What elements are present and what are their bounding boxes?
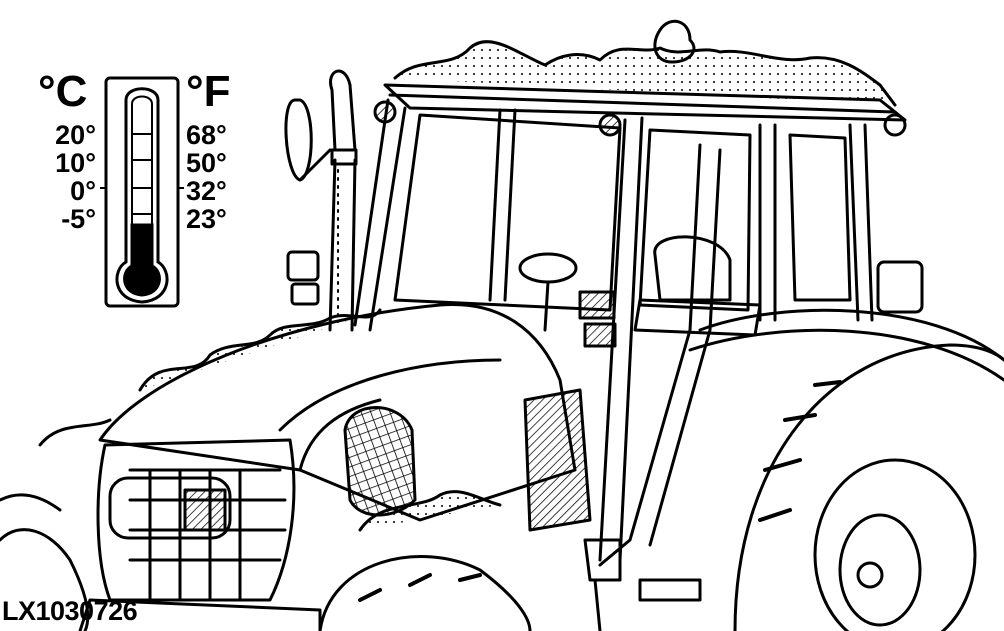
fahrenheit-tick-23: 23° — [186, 204, 227, 234]
thermometer-icon — [100, 76, 184, 308]
cab-steps — [583, 538, 702, 631]
front-grille — [96, 438, 296, 602]
work-light-right — [578, 290, 616, 320]
fahrenheit-tick-50: 50° — [186, 148, 227, 178]
celsius-tick-minus5: -5° — [61, 204, 96, 234]
side-vent — [343, 406, 417, 517]
rear-wheel — [733, 343, 1004, 631]
front-wheel-right — [318, 555, 532, 631]
seat — [653, 235, 732, 302]
mirror-left — [284, 98, 313, 182]
headlight — [108, 476, 232, 540]
rear-fender — [698, 308, 1004, 362]
fahrenheit-tick-68: 68° — [186, 120, 227, 150]
celsius-tick-0: 0° — [70, 176, 96, 206]
exhaust-pipe — [328, 158, 357, 332]
image-code-label: LX1030726 — [2, 596, 138, 626]
rear-wheel-rim — [813, 458, 977, 631]
work-light-left — [286, 250, 320, 282]
cab-post-front-left — [353, 98, 390, 327]
steering-wheel — [518, 252, 578, 284]
celsius-tick-20: 20° — [55, 120, 96, 150]
celsius-tick-10: 10° — [55, 148, 96, 178]
fahrenheit-unit-label: °F — [186, 67, 231, 116]
front-wheel-left — [0, 528, 90, 631]
celsius-unit-label: °C — [38, 67, 88, 116]
side-light-right — [876, 260, 924, 314]
engine-hood — [98, 302, 577, 522]
roof-snow — [393, 40, 897, 107]
hood-snow — [138, 308, 382, 392]
fahrenheit-tick-32: 32° — [186, 176, 227, 206]
